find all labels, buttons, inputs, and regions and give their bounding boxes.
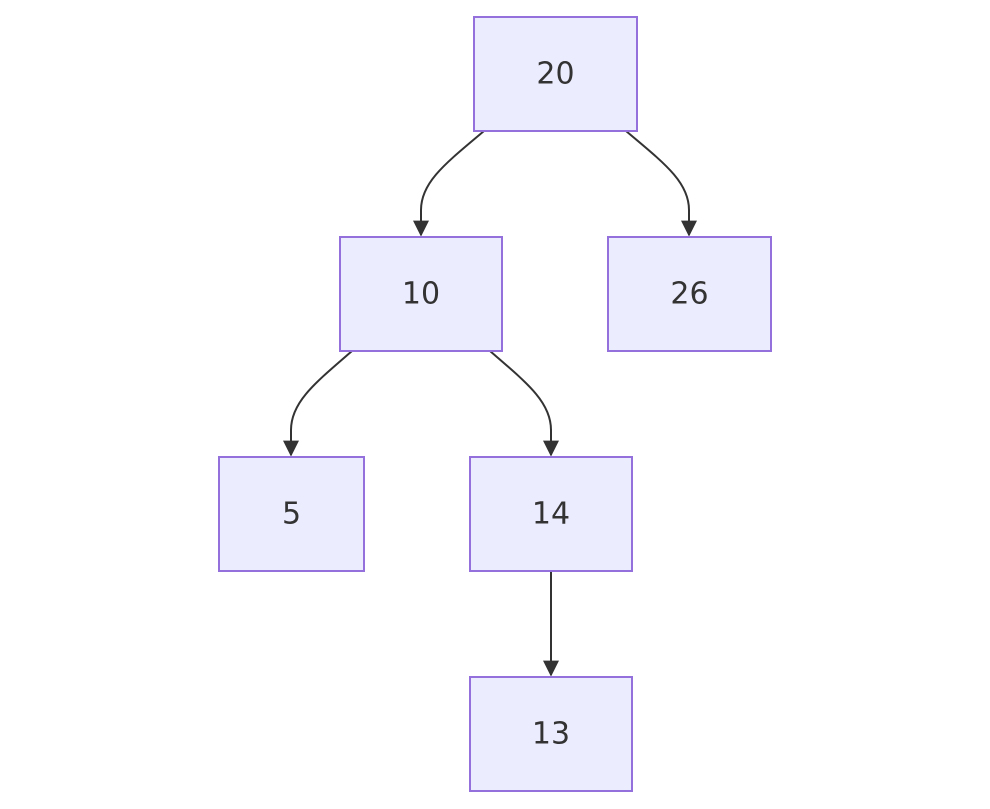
- node-20-label: 20: [536, 57, 574, 92]
- node-20: 20: [473, 16, 638, 132]
- node-10-box: [339, 236, 503, 352]
- node-26-box: [607, 236, 772, 352]
- edge-20-to-10: [413, 130, 485, 237]
- node-14: 14: [469, 456, 633, 572]
- edge-10-to-14: [489, 350, 559, 457]
- node-10: 10: [339, 236, 503, 352]
- nodes-layer: 20 10 26 5 14 13: [218, 16, 772, 792]
- node-14-box: [469, 456, 633, 572]
- edge-10-to-5: [283, 350, 353, 457]
- node-5-box: [218, 456, 365, 572]
- node-26-label: 26: [670, 277, 708, 312]
- node-13: 13: [469, 676, 633, 792]
- node-10-label: 10: [402, 277, 440, 312]
- node-5-label: 5: [282, 497, 301, 532]
- edge-20-to-26: [625, 130, 697, 237]
- node-14-label: 14: [532, 497, 570, 532]
- node-13-box: [469, 676, 633, 792]
- node-26: 26: [607, 236, 772, 352]
- edges-layer: [283, 130, 697, 677]
- node-20-box: [473, 16, 638, 132]
- node-5: 5: [218, 456, 365, 572]
- node-13-label: 13: [532, 717, 570, 752]
